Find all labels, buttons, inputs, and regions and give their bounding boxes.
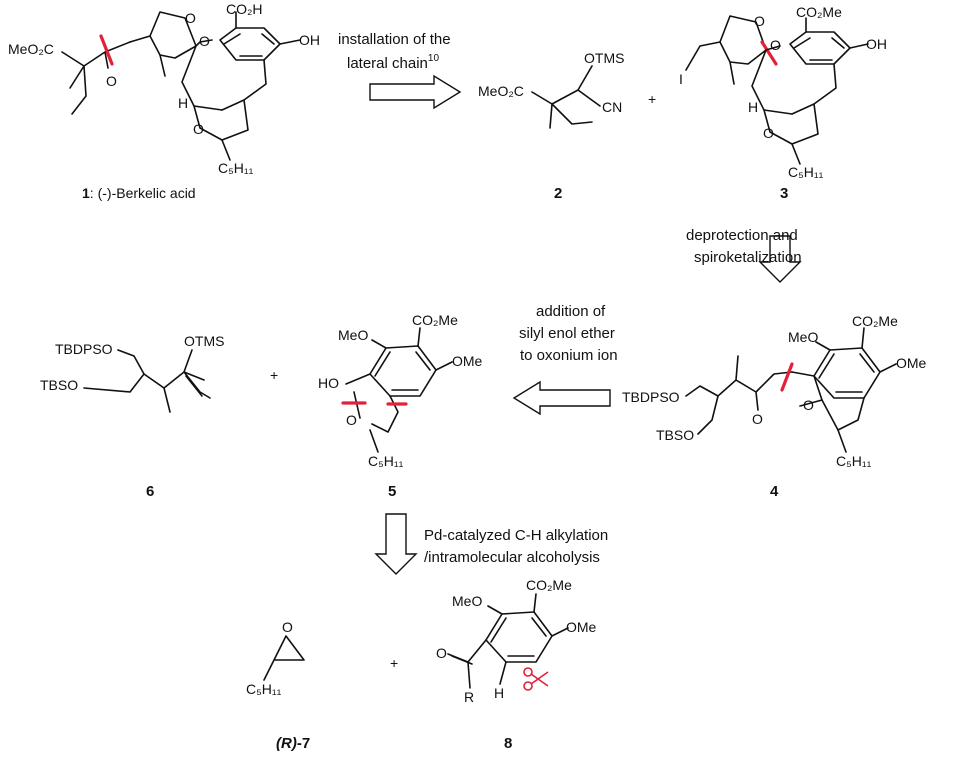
step-1-ref: 10: [428, 53, 440, 64]
compound-7-structure: O C₅H₁₁: [246, 619, 305, 697]
c1-ketone-o-label: O: [106, 73, 117, 89]
c7-o-label: O: [282, 619, 293, 635]
c3-disconnection-mark: [760, 40, 778, 66]
scissors-icon: [523, 667, 549, 691]
plus-3: +: [390, 655, 398, 671]
c4-pyran-o-label: O: [803, 397, 814, 413]
c2-ester-label: MeO₂C: [478, 83, 524, 99]
compound-4-structure: TBDPSO TBSO O O MeO CO₂Me OMe C₅H₁₁: [622, 313, 927, 469]
c4-ome2-label: OMe: [896, 355, 927, 371]
compound-6-number: 6: [146, 483, 154, 500]
compound-4-number: 4: [770, 483, 779, 500]
c7-prefix: (R): [276, 735, 297, 752]
c8-o-label: O: [436, 645, 447, 661]
c4-tbdpso-label: TBDPSO: [622, 389, 680, 405]
c4-pentyl-label: C₅H₁₁: [836, 453, 872, 469]
c1-oh-label: OH: [299, 32, 320, 48]
c1-h-label: H: [178, 95, 188, 111]
c3-iodo-label: I: [679, 71, 683, 87]
c6-tbso-label: TBSO: [40, 377, 78, 393]
compound-2-structure: MeO₂C OTMS CN: [478, 50, 624, 129]
c1-ring-o-label: O: [185, 10, 196, 26]
step-3-line-3: to oxonium ion: [520, 347, 618, 364]
c1-number: 1: [82, 185, 90, 201]
c3-pentyl-label: C₅H₁₁: [788, 164, 824, 180]
c1-disconnection-mark: [99, 34, 114, 66]
retro-arrow-4: [374, 513, 418, 575]
c3-h-label: H: [748, 99, 758, 115]
c5-ester-label: CO₂Me: [412, 312, 458, 328]
retro-arrow-2: [758, 235, 802, 283]
c8-ome1-label: MeO: [452, 593, 482, 609]
c7-number: -7: [297, 735, 310, 752]
step-4-line-2: /intramolecular alcoholysis: [424, 549, 600, 566]
c6-tbdpso-label: TBDPSO: [55, 341, 113, 357]
c1-spiro-o-label: O: [199, 33, 210, 49]
compound-1-caption: 1: (-)-Berkelic acid: [82, 185, 196, 201]
compound-7-caption: (R)-7: [276, 735, 310, 752]
compound-8-structure: MeO CO₂Me OMe O R H: [436, 577, 597, 705]
step-2-line-2: spiroketalization: [694, 249, 802, 266]
c1-pyran-o-label: O: [193, 121, 204, 137]
c4-ester-label: CO₂Me: [852, 313, 898, 329]
compound-6-structure: TBDPSO TBSO OTMS: [40, 333, 224, 413]
compound-3-structure: I O O CO₂Me OH H O C₅H₁₁: [679, 4, 887, 180]
c1-ester-label: MeO₂C: [8, 41, 54, 57]
compound-1-structure: MeO₂C O O O CO₂H OH H O C₅H₁₁: [8, 1, 320, 176]
compound-3-number: 3: [780, 185, 788, 202]
c3-ring-o-label: O: [754, 13, 765, 29]
c3-spiro-o-label: O: [770, 37, 781, 53]
c2-otms-label: OTMS: [584, 50, 624, 66]
c3-oh-label: OH: [866, 36, 887, 52]
c5-o-label: O: [346, 412, 357, 428]
step-4-line-1: Pd-catalyzed C-H alkylation: [424, 527, 608, 544]
step-1-line-1: installation of the: [338, 31, 451, 48]
c8-ome2-label: OMe: [566, 619, 597, 635]
c6-otms-label: OTMS: [184, 333, 224, 349]
c1-acid-label: CO₂H: [226, 1, 263, 17]
c1-name: : (-)-Berkelic acid: [90, 185, 196, 201]
c5-ho-label: HO: [318, 375, 339, 391]
plus-1: +: [648, 91, 656, 107]
c7-pentyl-label: C₅H₁₁: [246, 681, 282, 697]
compound-2-number: 2: [554, 185, 562, 202]
c5-ome2-label: OMe: [452, 353, 483, 369]
c8-ester-label: CO₂Me: [526, 577, 572, 593]
compound-5-number: 5: [388, 483, 396, 500]
c1-pentyl-label: C₅H₁₁: [218, 160, 254, 176]
c8-r-label: R: [464, 689, 474, 705]
step-3-line-1: addition of: [536, 303, 606, 320]
c3-pyran-o-label: O: [763, 125, 774, 141]
retro-arrow-1: [369, 74, 462, 110]
step-3-line-2: silyl enol ether: [519, 325, 615, 342]
c4-ome1-label: MeO: [788, 329, 818, 345]
c5-ome1-label: MeO: [338, 327, 368, 343]
retro-arrow-3: [512, 380, 611, 416]
step-1-text: lateral chain: [347, 55, 428, 72]
c4-disconnection-mark: [780, 362, 794, 392]
compound-5-structure: MeO CO₂Me OMe HO O C₅H₁₁: [318, 312, 483, 469]
compound-8-number: 8: [504, 735, 512, 752]
step-1-line-2: lateral chain10: [347, 53, 439, 72]
plus-2: +: [270, 367, 278, 383]
c5-pentyl-label: C₅H₁₁: [368, 453, 404, 469]
c8-h-label: H: [494, 685, 504, 701]
c4-ketone-o-label: O: [752, 411, 763, 427]
step-2-line-1: deprotection and: [686, 227, 798, 244]
c4-tbso-label: TBSO: [656, 427, 694, 443]
c2-cn-label: CN: [602, 99, 622, 115]
c3-ester-label: CO₂Me: [796, 4, 842, 20]
